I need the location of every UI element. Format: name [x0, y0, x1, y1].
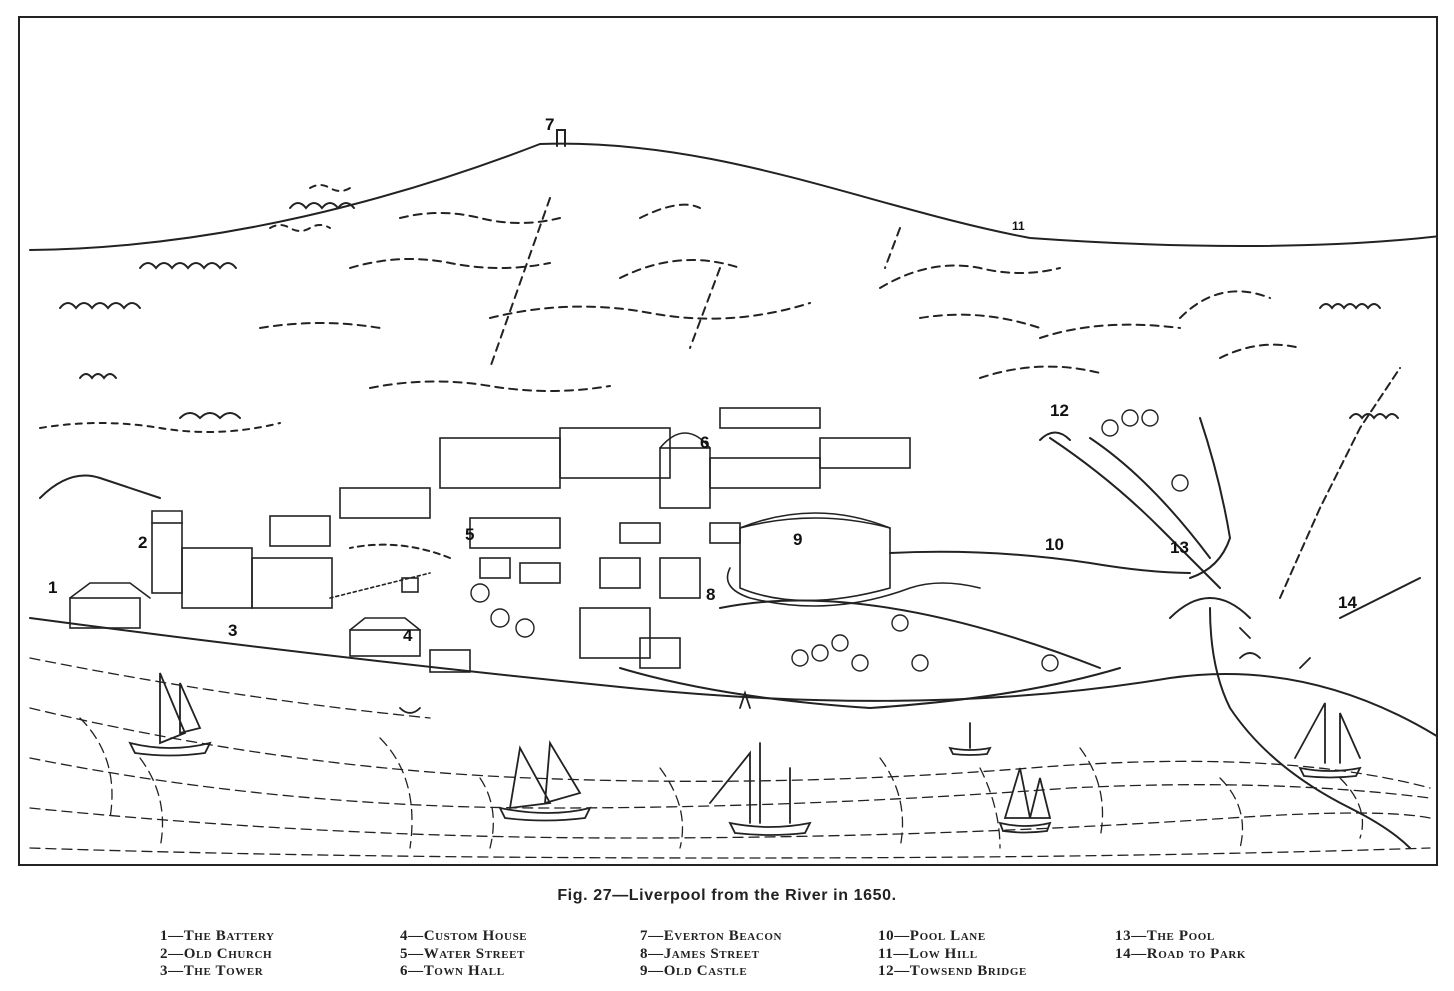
map-number: 5	[465, 525, 474, 544]
illustration-frame: 1 2 3 4 5 6 7 8 9 10 11 12 13 14	[18, 16, 1438, 866]
legend-column: 10—Pool Lane 11—Low Hill 12—Towsend Brid…	[878, 928, 1027, 981]
legend-item: 11—Low Hill	[878, 945, 978, 962]
legend-item: 9—Old Castle	[640, 963, 748, 979]
legend-item: 14—Road to Park	[1115, 945, 1247, 962]
ships	[128, 627, 1362, 836]
map-number: 2	[138, 533, 147, 552]
legend-item: 4—Custom House	[400, 928, 528, 944]
legend-item: 10—Pool Lane	[878, 928, 986, 944]
hill-skyline	[29, 142, 1436, 251]
map-number: 11	[1012, 219, 1025, 233]
legend-item: 7—Everton Beacon	[640, 928, 783, 944]
legend-column: 7—Everton Beacon 8—James Street 9—Old Ca…	[640, 928, 782, 981]
legend-column: 4—Custom House 5—Water Street 6—Town Hal…	[400, 928, 527, 981]
map-number: 3	[228, 621, 237, 640]
map-number: 4	[403, 626, 413, 645]
castle	[739, 512, 891, 602]
map-number-labels: 1 2 3 4 5 6 7 8 9 10 11 12 13 14	[48, 115, 1357, 645]
map-number: 8	[706, 585, 715, 604]
legend-column: 1—The Battery 2—Old Church 3—The Tower	[160, 928, 275, 981]
legend-column: 13—The Pool 14—Road to Park	[1115, 928, 1246, 963]
map-number: 14	[1338, 593, 1357, 612]
legend-item: 13—The Pool	[1115, 928, 1215, 944]
map-number: 7	[545, 115, 554, 134]
beacon-tower	[556, 129, 566, 147]
liverpool-illustration: 1 2 3 4 5 6 7 8 9 10 11 12 13 14	[29, 115, 1436, 859]
map-number: 9	[793, 530, 802, 549]
legend-item: 8—James Street	[640, 945, 760, 962]
map-number: 12	[1050, 401, 1069, 420]
legend-item: 3—The Tower	[160, 963, 264, 979]
bridge	[1169, 597, 1251, 619]
map-number: 1	[48, 578, 57, 597]
map-number: 13	[1170, 538, 1189, 557]
map-number: 10	[1045, 535, 1064, 554]
figure-caption: Fig. 27—Liverpool from the River in 1650…	[557, 887, 897, 904]
legend-item: 6—Town Hall	[400, 963, 505, 979]
shoreline	[29, 617, 1436, 737]
legend-item: 12—Towsend Bridge	[878, 963, 1027, 979]
map-number: 6	[700, 433, 709, 452]
legend-item: 1—The Battery	[160, 928, 275, 944]
legend-item: 5—Water Street	[400, 945, 526, 962]
legend-item: 2—Old Church	[160, 945, 273, 962]
